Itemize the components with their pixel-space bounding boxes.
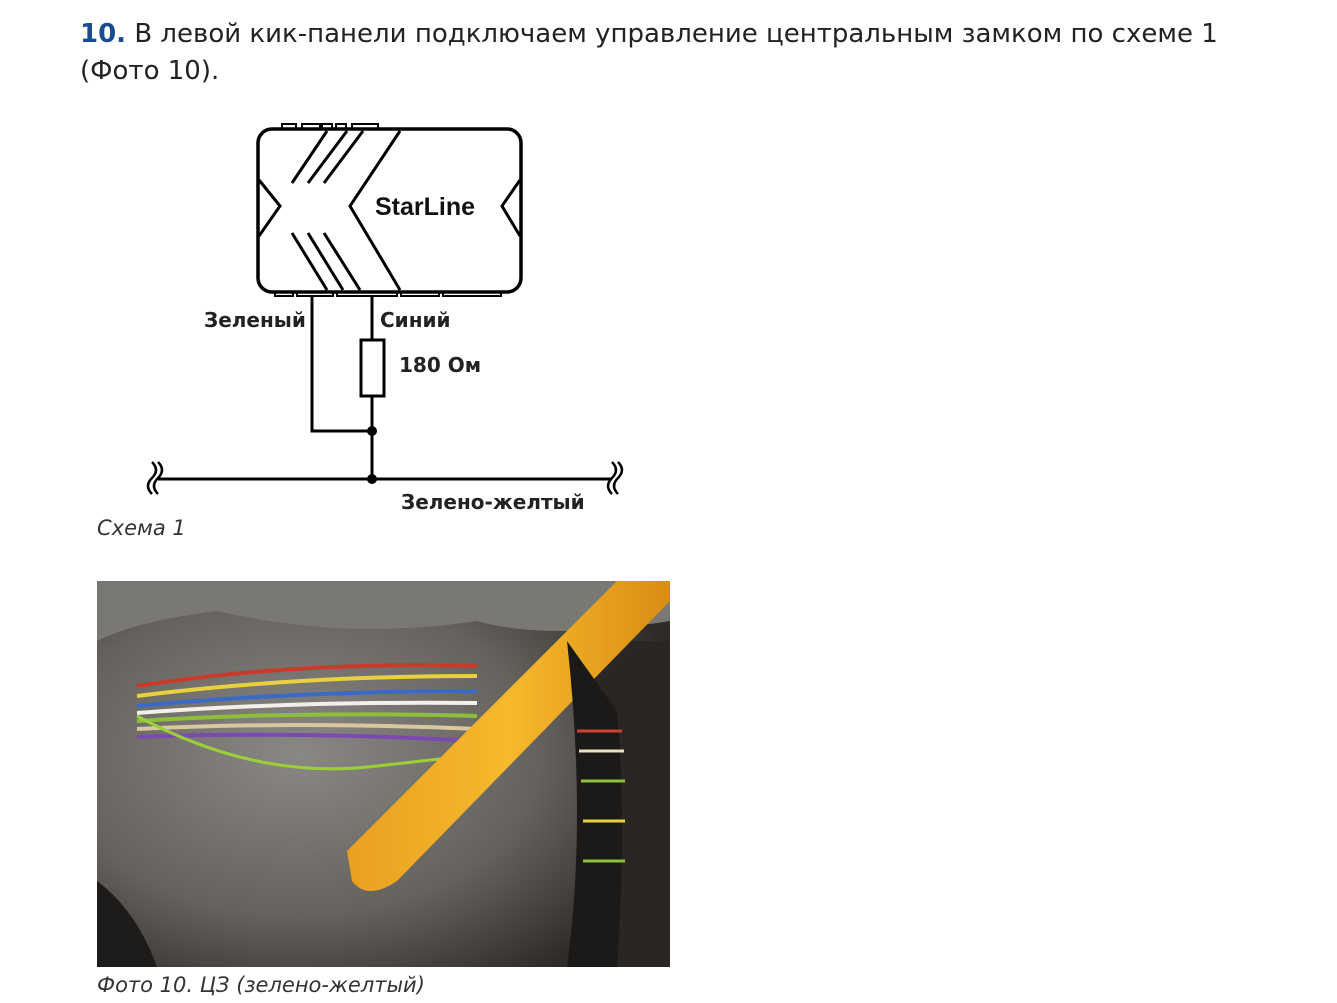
junction-dot <box>367 426 377 436</box>
wiring-diagram: StarLine Зеленый Синий 180 Ом Зелено-жел… <box>146 123 624 514</box>
label-resistor: 180 Ом <box>399 353 481 377</box>
step-number: 10. <box>80 19 127 49</box>
step-text: В левой кик-панели подключаем управление… <box>80 19 1218 86</box>
starline-logo: StarLine <box>375 193 475 221</box>
junction-dot <box>367 474 377 484</box>
resistor-symbol <box>359 338 386 398</box>
wires <box>146 296 624 495</box>
photo-image <box>97 581 670 967</box>
label-green-wire: Зеленый <box>204 308 306 332</box>
scheme-caption: Схема 1 <box>97 516 186 540</box>
step-heading: 10. В левой кик-панели подключаем управл… <box>80 16 1230 90</box>
photo-kick-panel-wiring <box>97 581 670 967</box>
photo-caption: Фото 10. ЦЗ (зелено-желтый) <box>97 973 425 997</box>
starline-unit <box>256 123 523 297</box>
label-bus-wire: Зелено-желтый <box>401 490 585 514</box>
label-blue-wire: Синий <box>380 308 451 332</box>
